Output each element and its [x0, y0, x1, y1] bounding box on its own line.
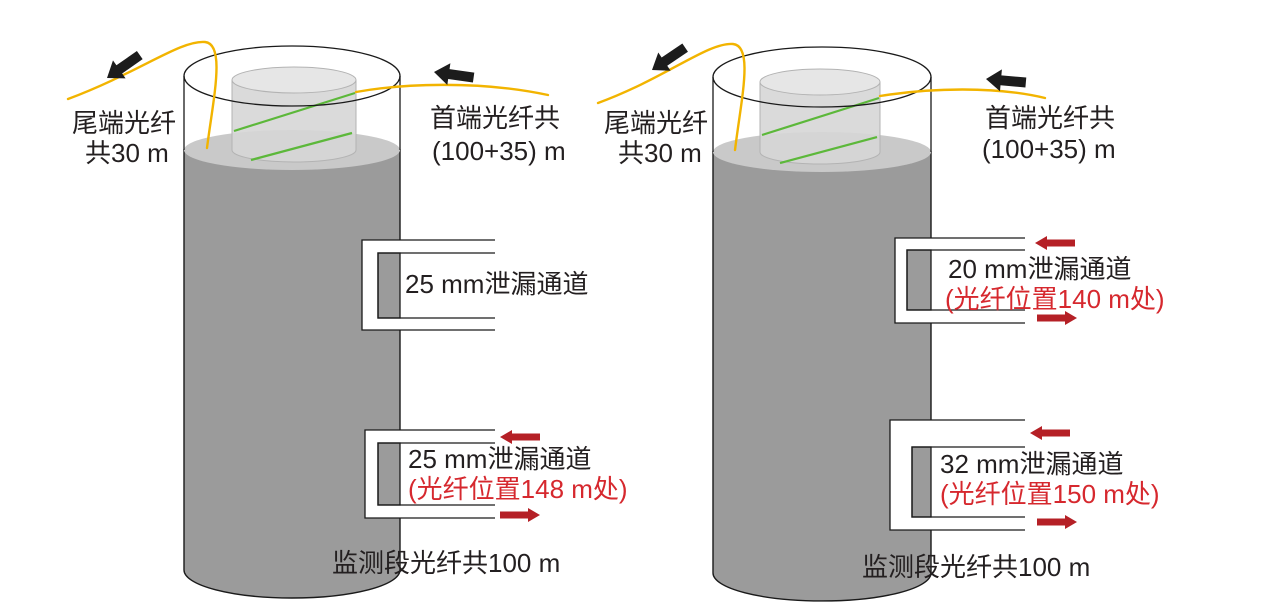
leak-channel-1: 20 mm泄漏通道 (光纤位置140 m处)	[894, 236, 1165, 325]
head-fiber-length: (100+35) m	[982, 134, 1116, 164]
fiber-winding-line	[233, 91, 356, 133]
leak-channel-2: 25 mm泄漏通道 (光纤位置148 m处)	[364, 429, 628, 522]
inflow-arrow	[1035, 236, 1075, 250]
monitor-section-label: 监测段光纤共100 m	[862, 552, 1090, 582]
monitor-section-label: 监测段光纤共100 m	[332, 548, 560, 578]
inflow-arrow	[1030, 426, 1070, 440]
head-direction-arrow	[434, 63, 475, 85]
leak-channel-1: 25 mm泄漏通道	[361, 239, 588, 331]
channel-outer-edge	[364, 429, 495, 519]
head-fiber	[878, 88, 1047, 100]
channel-inner-edge	[377, 252, 495, 319]
fiber-position-label: (光纤位置148 m处)	[408, 474, 628, 504]
inner-cylinder-top	[231, 66, 357, 94]
fiber-winding-line	[250, 131, 353, 162]
fiber-winding-line	[779, 135, 878, 165]
fiber-winding-line	[761, 96, 880, 137]
cylinder-left: 25 mm泄漏通道 25 mm泄漏通道 (光纤位置148 m处) 尾端光纤 共3…	[66, 40, 628, 599]
head-direction-arrow	[986, 69, 1027, 92]
tail-fiber-label: 尾端光纤	[604, 108, 708, 138]
channel-label: 32 mm泄漏通道	[940, 449, 1123, 479]
channel-outer-edge	[889, 419, 1025, 531]
inner-cylinder-top	[759, 68, 881, 96]
tail-fiber	[596, 42, 746, 152]
cylinder-body	[712, 151, 932, 602]
head-fiber-label: 首端光纤共	[430, 103, 560, 133]
outflow-arrow	[1037, 311, 1077, 325]
channel-outer-edge	[894, 237, 1025, 324]
channel-label: 25 mm泄漏通道	[405, 269, 588, 299]
head-fiber-label: 首端光纤共	[985, 103, 1115, 133]
channel-outer-edge	[361, 239, 495, 331]
tail-fiber-length: 共30 m	[618, 138, 702, 168]
channel-notch	[911, 446, 932, 518]
fiber-position-label: (光纤位置150 m处)	[940, 479, 1160, 509]
tail-fiber-length: 共30 m	[85, 138, 169, 168]
outflow-arrow	[500, 508, 540, 522]
channel-notch	[377, 252, 401, 319]
head-fiber	[354, 83, 550, 97]
tail-fiber	[66, 40, 218, 150]
leak-channel-2: 32 mm泄漏通道 (光纤位置150 m处)	[889, 419, 1160, 531]
cylinder-right: 20 mm泄漏通道 (光纤位置140 m处) 32 mm泄漏通道 (光纤位置15…	[596, 42, 1165, 602]
head-fiber-length: (100+35) m	[432, 136, 566, 166]
channel-inner-edge	[911, 446, 1025, 518]
channel-label: 20 mm泄漏通道	[948, 254, 1131, 284]
channel-notch	[377, 442, 401, 506]
inflow-arrow	[500, 430, 540, 444]
channel-inner-edge	[377, 442, 495, 506]
tail-direction-arrow	[107, 50, 143, 79]
tail-fiber-label: 尾端光纤	[72, 108, 176, 138]
outflow-arrow	[1037, 515, 1077, 529]
channel-label: 25 mm泄漏通道	[408, 444, 591, 474]
channel-notch	[906, 249, 932, 311]
fiber-position-label: (光纤位置140 m处)	[945, 284, 1165, 314]
tail-direction-arrow	[652, 43, 688, 71]
inner-cylinder	[231, 79, 357, 163]
cylinder-body	[183, 149, 401, 599]
channel-inner-edge	[906, 249, 1025, 311]
